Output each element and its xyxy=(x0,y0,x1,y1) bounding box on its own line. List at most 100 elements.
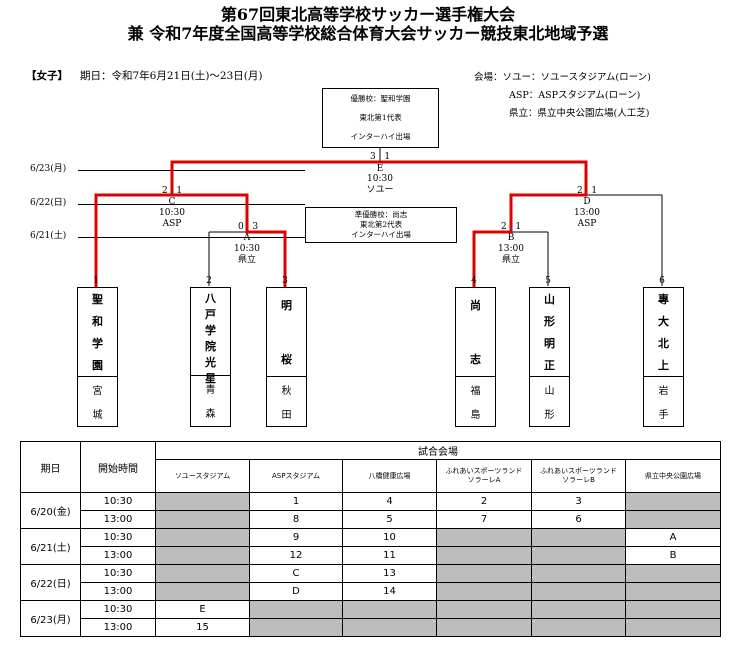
schedule-time: 10:30 xyxy=(80,564,156,583)
match-b-time: 13:00 xyxy=(498,244,524,254)
team-name: 尚志 xyxy=(456,288,495,377)
schedule-cell xyxy=(436,564,532,583)
schedule-cell xyxy=(436,582,532,601)
team-name: 明桜 xyxy=(267,288,306,377)
schedule-time: 10:30 xyxy=(80,492,156,511)
schedule-cell xyxy=(436,546,532,565)
category-label: 【女子】 xyxy=(26,70,68,82)
schedule-cell: 15 xyxy=(155,618,250,637)
team-prefecture: 山形 xyxy=(544,385,555,422)
schedule-cell xyxy=(155,582,250,601)
schedule-date: 6/21(土) xyxy=(20,528,81,565)
venue-header: ASPスタジアム xyxy=(249,459,343,493)
match-a-time: 10:30 xyxy=(234,244,260,254)
schedule-time: 10:30 xyxy=(80,600,156,619)
schedule-cell xyxy=(436,528,532,547)
match-e-id: E xyxy=(376,164,384,174)
schedule-cell xyxy=(531,600,626,619)
schedule-cell: D xyxy=(249,582,343,601)
match-a-score: 0 3 xyxy=(238,222,259,232)
schedule-cell: E xyxy=(155,600,250,619)
match-d-time: 13:00 xyxy=(574,208,600,218)
title-line-1: 第67回東北高等学校サッカー選手権大会 xyxy=(220,5,516,24)
match-c-score: 2 1 xyxy=(162,186,183,196)
team-name: 聖和学園 xyxy=(78,288,117,377)
schedule-cell xyxy=(342,618,437,637)
match-e-venue: ソユー xyxy=(366,185,394,195)
venue-header: 県立中央公園広場 xyxy=(624,459,722,493)
team-box-hachinohe: 八戸学院光星 青森 xyxy=(190,287,231,427)
schedule-cell xyxy=(249,600,343,619)
schedule-cell: 1 xyxy=(249,492,343,511)
schedule-cell xyxy=(531,528,626,547)
schedule-cell: 3 xyxy=(531,492,626,511)
schedule-cell: 12 xyxy=(249,546,343,565)
date-label-622: 6/22(日) xyxy=(30,198,67,208)
header-date: 期日 xyxy=(20,441,81,493)
team-name: 專大北上 xyxy=(644,288,683,377)
schedule-cell xyxy=(531,618,626,637)
schedule-table: 期日 開始時間 試合会場 ソユースタジアム ASPスタジアム 八橋健康広場 ふれ… xyxy=(20,441,722,637)
venue-header: ふれあいスポーツランド ソラーレB xyxy=(531,459,626,493)
match-b-score: 2 1 xyxy=(501,222,522,232)
runnerup-rep-text: 東北第2代表 xyxy=(359,220,403,229)
schedule-cell: C xyxy=(249,564,343,583)
schedule-cell xyxy=(624,492,722,511)
schedule-cell xyxy=(155,510,250,529)
match-a-id: A xyxy=(243,233,251,243)
match-e-score: 3 1 xyxy=(370,152,391,162)
schedule-time: 10:30 xyxy=(80,528,156,547)
schedule-cell: 10 xyxy=(342,528,437,547)
match-b-venue: 県立 xyxy=(501,255,520,265)
header-venue: 試合会場 xyxy=(154,441,722,460)
team-number: 5 xyxy=(545,276,551,286)
champion-text: 優勝校：聖和学園 xyxy=(350,94,411,103)
schedule-time: 13:00 xyxy=(80,582,156,601)
schedule-cell xyxy=(342,600,437,619)
date-label-623: 6/23(月) xyxy=(30,164,67,174)
venue-line-2: ASP：ASPスタジアム(ローン) xyxy=(509,90,641,101)
team-box-meio: 明桜 秋田 xyxy=(266,287,307,427)
schedule-cell xyxy=(155,564,250,583)
schedule-time: 13:00 xyxy=(80,510,156,529)
team-number: 6 xyxy=(659,276,665,286)
schedule-cell: 11 xyxy=(342,546,437,565)
schedule-cell: 14 xyxy=(342,582,437,601)
schedule-date: 6/23(月) xyxy=(20,600,81,637)
schedule-cell: A xyxy=(624,528,722,547)
match-b-id: B xyxy=(507,233,515,243)
team-prefecture: 秋田 xyxy=(281,385,292,422)
schedule-cell xyxy=(624,618,722,637)
runnerup-box: 準優勝校：尚志 東北第2代表 インターハイ出場 xyxy=(305,207,457,243)
team-prefecture: 青森 xyxy=(205,384,216,421)
schedule-cell xyxy=(624,600,722,619)
schedule-time: 13:00 xyxy=(80,546,156,565)
schedule-cell xyxy=(531,564,626,583)
champion-ih-text: インターハイ出場 xyxy=(350,132,411,141)
schedule-cell: 9 xyxy=(249,528,343,547)
match-e-time: 10:30 xyxy=(367,174,393,184)
match-d-venue: ASP xyxy=(577,219,597,229)
team-prefecture: 宮城 xyxy=(92,385,103,422)
team-number: 3 xyxy=(282,276,288,286)
schedule-cell xyxy=(155,546,250,565)
runnerup-text: 準優勝校：尚志 xyxy=(354,210,408,219)
team-box-yamagata-meisei: 山形明正 山形 xyxy=(529,287,570,427)
match-d-id: D xyxy=(583,197,591,207)
schedule-cell: 2 xyxy=(436,492,532,511)
team-box-shoshi: 尚志 福島 xyxy=(455,287,496,427)
schedule-cell: 7 xyxy=(436,510,532,529)
match-c-time: 10:30 xyxy=(159,208,185,218)
schedule-cell: B xyxy=(624,546,722,565)
schedule-cell xyxy=(436,618,532,637)
match-c-id: C xyxy=(168,197,176,207)
team-box-seiwa: 聖和学園 宮城 xyxy=(77,287,118,427)
match-d-score: 2 1 xyxy=(577,186,598,196)
header-start-time: 開始時間 xyxy=(80,441,156,493)
